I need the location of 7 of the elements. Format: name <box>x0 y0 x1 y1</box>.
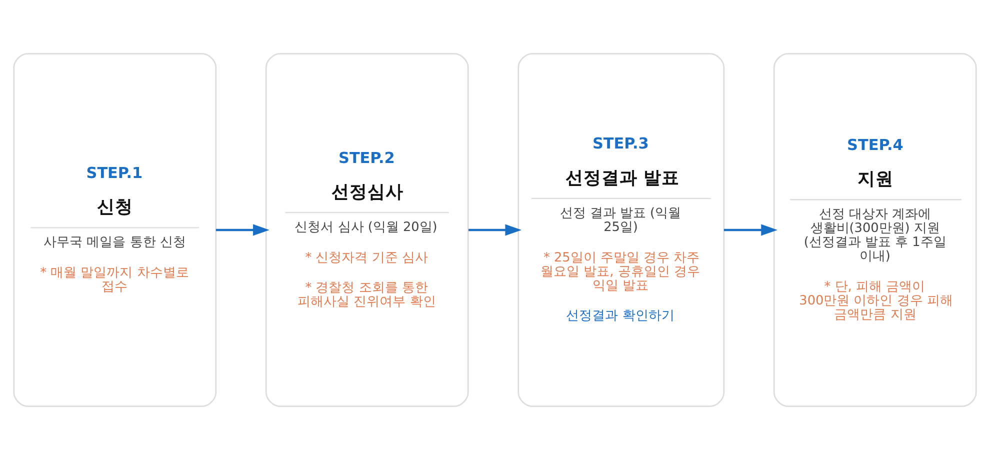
arrow <box>468 224 522 236</box>
arrow <box>215 224 269 236</box>
node-box: STEP.2 선정심사 신청서 심사 (익월 20일) * 신청자격 기준 심사 * 경찰청 조회를 통한 피해사실 진위여부 확인 <box>264 52 468 408</box>
node-box: STEP.1 신청 사무국 메일을 통한 신청 * 매월 말일까지 차수별로 접수 <box>12 52 216 408</box>
arrow <box>723 224 777 236</box>
node-box: STEP.3 선정결과 발표 선정 결과 발표 (익월 25일) * 25일이 주말일 경우 차주 월요일 발표, 공휴일인 경우 익일 발표 선정결과 확인하기 <box>517 52 724 408</box>
node-box: STEP.4 지원 선정 대상자 계좌에 생활비(300만원) 지원 (선정결과 발표 후 1주일 이내) * 단, 피해 금액이 300만원 이하인 경우 피해 금액만큼 지원 <box>772 52 976 408</box>
